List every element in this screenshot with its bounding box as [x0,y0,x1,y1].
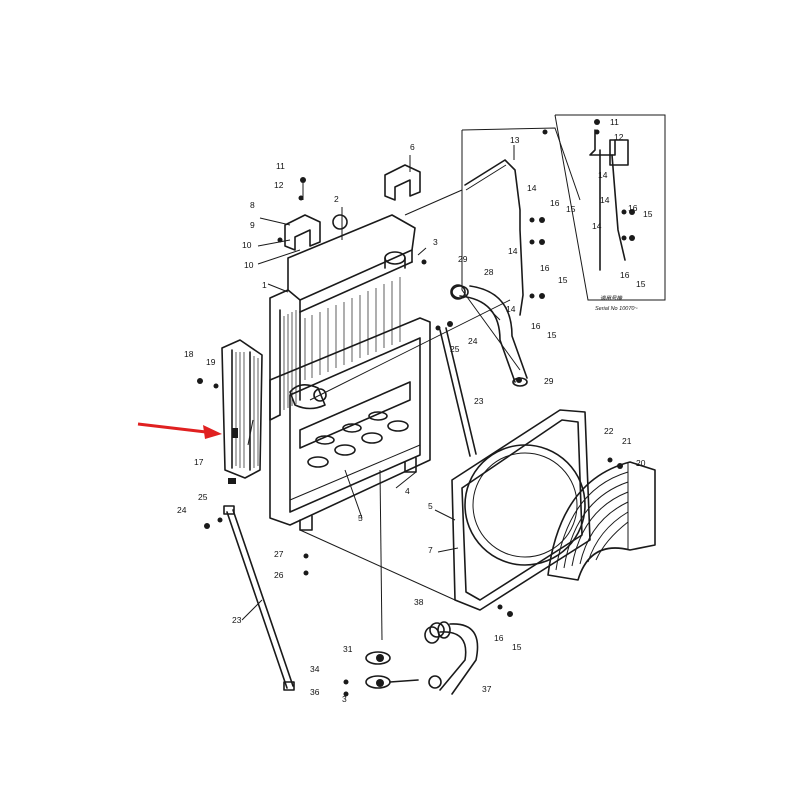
callout-14: 14 [592,221,602,231]
callout-17: 17 [194,457,204,467]
callout-25: 25 [198,492,208,502]
callout-9: 9 [250,220,255,230]
callout-15: 15 [558,275,568,285]
radiator-core [269,214,416,421]
callout-29: 29 [458,254,468,264]
callout-31: 31 [343,644,353,654]
oil-cooler [221,339,263,484]
callout-6: 6 [410,142,415,152]
callout-18: 18 [184,349,194,359]
callout-23: 23 [474,396,484,406]
inset-japanese-note: 適用号機 [600,295,623,302]
callout-8: 8 [250,200,255,210]
callout-21: 21 [622,436,632,446]
fan-shroud-20 [547,461,656,581]
stay-rod-lower [223,505,295,691]
callout-24: 24 [468,336,478,346]
callout-37: 37 [482,684,492,694]
callout-24: 24 [177,505,187,515]
reserve-tank-bracket [284,164,421,251]
callout-16: 16 [628,203,638,213]
callout-34: 34 [310,664,320,674]
callout-13: 13 [510,135,520,145]
callout-29: 29 [544,376,554,386]
callout-2: 2 [334,194,339,204]
callout-14: 14 [508,246,518,256]
red-arrow-indicator [137,422,222,439]
overflow-pipe-13 [464,159,524,316]
lower-hose-37 [424,621,479,695]
callout-15: 15 [547,330,557,340]
radiator-frame [269,317,431,531]
callout-3: 3 [342,694,347,704]
upper-hose-28 [451,285,528,387]
callout-16: 16 [620,270,630,280]
callout-1: 1 [262,280,267,290]
callout-15: 15 [512,642,522,652]
leader-lines [241,145,515,641]
callout-15: 15 [643,209,653,219]
callout-14: 14 [527,183,537,193]
callout-7: 7 [428,545,433,555]
callout-10: 10 [244,260,254,270]
callout-19: 19 [206,357,216,367]
callout-22: 22 [604,426,614,436]
callout-14: 14 [598,170,608,180]
callout-27: 27 [274,549,284,559]
clamps [332,214,466,689]
callout-26: 26 [274,570,284,580]
bolts [197,119,635,697]
serial-inset [554,114,666,301]
callout-15: 15 [636,279,646,289]
callout-23: 23 [232,615,242,625]
callout-16: 16 [550,198,560,208]
callout-16: 16 [531,321,541,331]
callout-4: 4 [405,486,410,496]
callout-28: 28 [484,267,494,277]
callout-5: 5 [358,513,363,523]
callout-15: 15 [566,204,576,214]
callout-16: 16 [494,633,504,643]
stay-rod-upper [439,327,477,457]
callout-3: 3 [433,237,438,247]
callout-12: 12 [274,180,284,190]
callout-5: 5 [428,501,433,511]
callout-labels: 11 12 8 9 10 10 2 1 3 6 13 14 16 15 14 1… [177,117,653,704]
callout-36: 36 [310,687,320,697]
callout-12: 12 [614,132,624,142]
callout-38: 38 [414,597,424,607]
inset-frame-lines [404,127,581,371]
callout-14: 14 [506,304,516,314]
callout-11: 11 [610,117,619,127]
callout-11: 11 [276,161,285,171]
callout-20: 20 [636,458,646,468]
callout-16: 16 [540,263,550,273]
inset-serial-note: Serial No 10070~ [595,306,638,312]
callout-10: 10 [242,240,252,250]
callout-25: 25 [450,344,460,354]
callout-14: 14 [600,195,610,205]
